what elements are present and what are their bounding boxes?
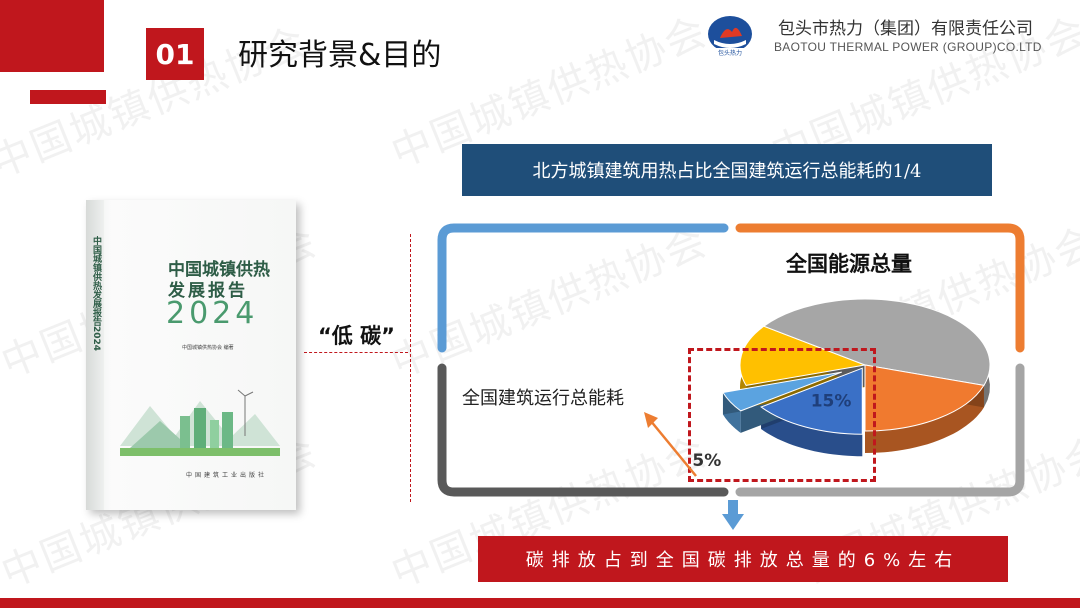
- bracket-frame: [437, 223, 1025, 497]
- company-name-en: BAOTOU THERMAL POWER (GROUP)CO.LTD: [774, 40, 1042, 54]
- pie-slice: [762, 298, 991, 386]
- pie-slice: [739, 325, 867, 386]
- book-bottom-text: 中国建筑工业出版社: [186, 472, 268, 479]
- building-energy-label: 全国建筑运行总能耗: [462, 388, 624, 409]
- top-banner: 北方城镇建筑用热占比全国建筑运行总能耗的1/4: [462, 144, 992, 196]
- section-number: 01: [146, 28, 204, 80]
- book-publisher: 中国城镇供热协会 编著: [182, 345, 234, 351]
- pie-slice: [760, 367, 863, 435]
- book-spine: [86, 200, 104, 510]
- header-accent-line: [30, 90, 106, 104]
- pie-slice-side: [865, 385, 984, 453]
- chart-title: 全国能源总量: [786, 252, 912, 276]
- page-title: 研究背景&目的: [238, 38, 442, 73]
- company-name-cn: 包头市热力（集团）有限责任公司: [778, 19, 1033, 39]
- header-accent-block: [0, 0, 104, 72]
- footer-bar: [0, 598, 1080, 608]
- pie-slice-label: 15%: [811, 392, 852, 412]
- book-year: 2024: [166, 296, 259, 331]
- connector-line: [304, 352, 408, 353]
- pie-slice: [722, 371, 843, 412]
- book-title-line2: 发展报告: [168, 281, 248, 301]
- company-logo: 包头热力: [708, 16, 752, 57]
- pie-slice: [864, 364, 985, 432]
- report-book-cover: 中国城镇供热发展报告2024 中国城镇供热 发展报告 2024 中国城镇供热协会…: [86, 200, 296, 510]
- book-city-illustration: [120, 389, 280, 456]
- down-arrow-icon: [722, 500, 744, 530]
- book-spine-text: 中国城镇供热发展报告2024: [91, 236, 101, 352]
- logo-text: 包头热力: [718, 49, 742, 57]
- pie-slice-label: 5%: [692, 451, 721, 471]
- energy-pie-chart: 15% 5%: [692, 298, 991, 471]
- low-carbon-label: “低 碳”: [318, 324, 395, 348]
- pie-slice-side: [761, 407, 863, 457]
- connector-line-vertical: [410, 234, 411, 502]
- bottom-banner: 碳排放占到全国碳排放总量的6%左右: [478, 536, 1008, 582]
- book-title-line1: 中国城镇供热: [168, 260, 270, 280]
- highlight-box: [688, 348, 876, 482]
- pointer-arrow: [644, 412, 697, 477]
